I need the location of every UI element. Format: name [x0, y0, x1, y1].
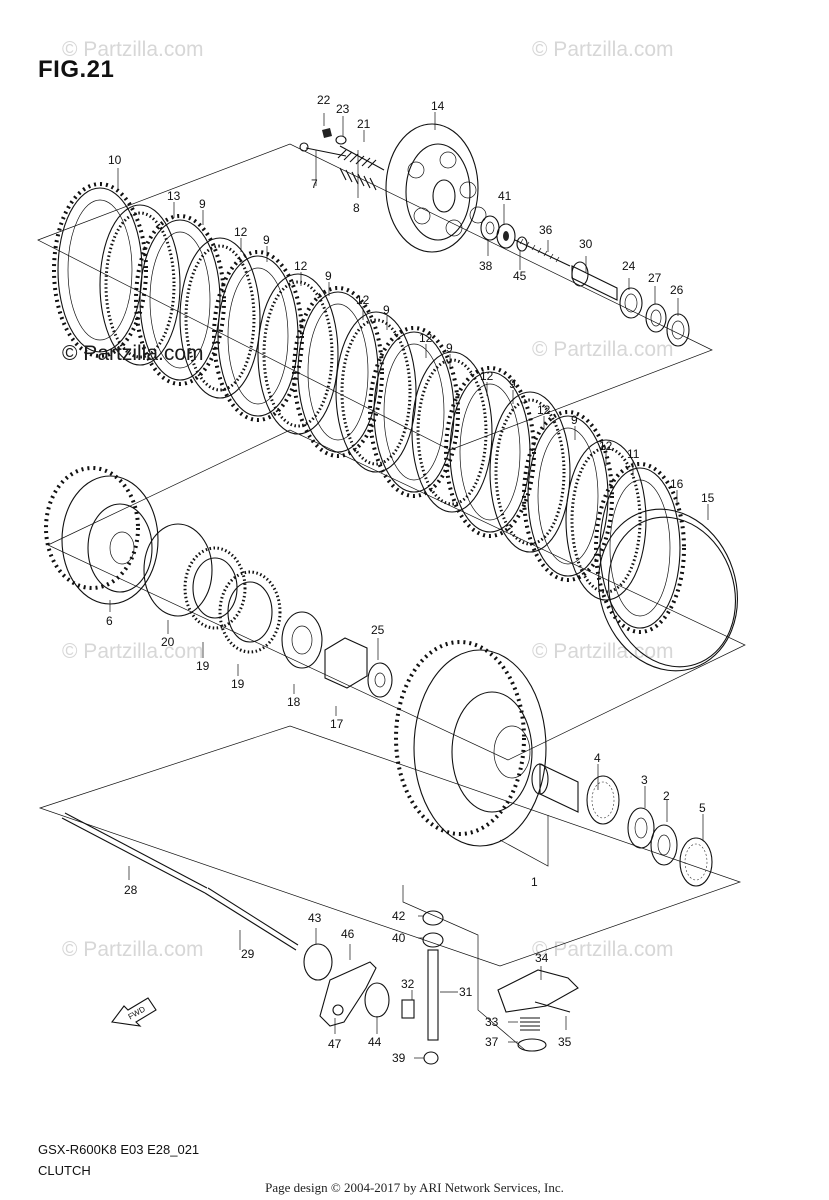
watermark-main: © Partzilla.com: [62, 342, 204, 365]
callout-12e: 12: [480, 369, 494, 383]
callout-8: 8: [353, 201, 360, 215]
callout-24: 24: [622, 259, 636, 273]
callout-27: 27: [648, 271, 662, 285]
callout-35: 35: [558, 1035, 572, 1049]
callout-26: 26: [670, 283, 684, 297]
watermark-mid-right: © Partzilla.com: [532, 338, 674, 361]
callout-3: 3: [641, 773, 648, 787]
callout-15: 15: [701, 491, 715, 505]
callout-7: 7: [311, 177, 318, 191]
callout-31: 31: [459, 985, 473, 999]
callout-11: 11: [627, 447, 640, 461]
section-name: CLUTCH: [38, 1163, 91, 1178]
callout-labels: 1 2 3 4 5 6 7 8 9 9 9 9 9 9 9 10 11 12 1…: [106, 93, 715, 1065]
callout-12b: 12: [294, 259, 308, 273]
callout-22: 22: [317, 93, 331, 107]
callout-4: 4: [594, 751, 601, 765]
callout-13: 13: [167, 189, 181, 203]
callout-42: 42: [392, 909, 406, 923]
callout-leader-lines: [109, 112, 709, 1059]
callout-43: 43: [308, 911, 322, 925]
pressure-plate-drawing: [385, 123, 487, 253]
watermark-top-left: © Partzilla.com: [62, 38, 204, 61]
spring-and-bolt-drawings: [299, 128, 385, 191]
callout-10: 10: [108, 153, 122, 167]
callout-44: 44: [368, 1035, 382, 1049]
callout-9g: 9: [571, 413, 578, 427]
callout-47: 47: [328, 1037, 342, 1051]
callout-6: 6: [106, 614, 113, 628]
callout-19a: 19: [196, 659, 210, 673]
callout-19b: 19: [231, 677, 245, 691]
callout-23: 23: [336, 102, 350, 116]
callout-16: 16: [670, 477, 684, 491]
clutch-plate-stack-drawing: [52, 182, 686, 634]
release-shaft-group-drawing: [303, 910, 579, 1065]
model-code: GSX-R600K8 E03 E28_021: [38, 1142, 200, 1157]
callout-32: 32: [401, 977, 415, 991]
callout-1: 1: [531, 875, 538, 889]
callout-21: 21: [357, 117, 371, 131]
callout-46: 46: [341, 927, 355, 941]
callout-45: 45: [513, 269, 527, 283]
callout-9d: 9: [383, 303, 390, 317]
fwd-arrow: FWD: [111, 997, 157, 1027]
callout-28: 28: [124, 883, 138, 897]
watermark-bottom-left: © Partzilla.com: [62, 938, 204, 961]
callout-41: 41: [498, 189, 512, 203]
callout-12c: 12: [356, 293, 370, 307]
callout-17: 17: [330, 717, 344, 731]
push-rod-parts-drawing: [480, 215, 690, 347]
callout-34: 34: [535, 951, 549, 965]
callout-9b: 9: [263, 233, 270, 247]
callout-9e: 9: [446, 341, 453, 355]
wire-rings-drawing: [597, 508, 739, 672]
frame-shaft-group: [402, 885, 526, 1051]
callout-36: 36: [539, 223, 553, 237]
callout-12g: 12: [599, 439, 613, 453]
callout-25: 25: [371, 623, 385, 637]
page-footer: Page design © 2004-2017 by ARI Network S…: [265, 1180, 564, 1195]
callout-9a: 9: [199, 197, 206, 211]
frame-plate-stack-bottom: [47, 429, 746, 761]
callout-38: 38: [479, 259, 493, 273]
callout-14: 14: [431, 99, 445, 113]
callout-9c: 9: [325, 269, 332, 283]
callout-37: 37: [485, 1035, 499, 1049]
watermark-lower-left: © Partzilla.com: [62, 640, 204, 663]
frame-plate-stack-top: [37, 143, 713, 451]
callout-39: 39: [392, 1051, 406, 1065]
callout-30: 30: [579, 237, 593, 251]
watermark-lower-right: © Partzilla.com: [532, 640, 674, 663]
callout-18: 18: [287, 695, 301, 709]
fwd-label: FWD: [127, 1004, 147, 1021]
callout-5: 5: [699, 801, 706, 815]
callout-12f: 12: [537, 403, 551, 417]
sleeve-hub-group-drawing: [44, 466, 393, 698]
callout-9f: 9: [509, 377, 516, 391]
callout-20: 20: [161, 635, 175, 649]
frame-clutch-housing: [38, 725, 742, 967]
callout-12a: 12: [234, 225, 248, 239]
callout-29: 29: [241, 947, 255, 961]
clutch-housing-drawing: [394, 640, 713, 887]
watermark-bottom-right: © Partzilla.com: [532, 938, 674, 961]
watermark-top-right: © Partzilla.com: [532, 38, 674, 61]
callout-40: 40: [392, 931, 406, 945]
callout-12d: 12: [419, 331, 433, 345]
callout-33: 33: [485, 1015, 499, 1029]
figure-title: FIG.21: [38, 56, 115, 83]
callout-2: 2: [663, 789, 670, 803]
push-rods-drawing: [61, 812, 299, 951]
